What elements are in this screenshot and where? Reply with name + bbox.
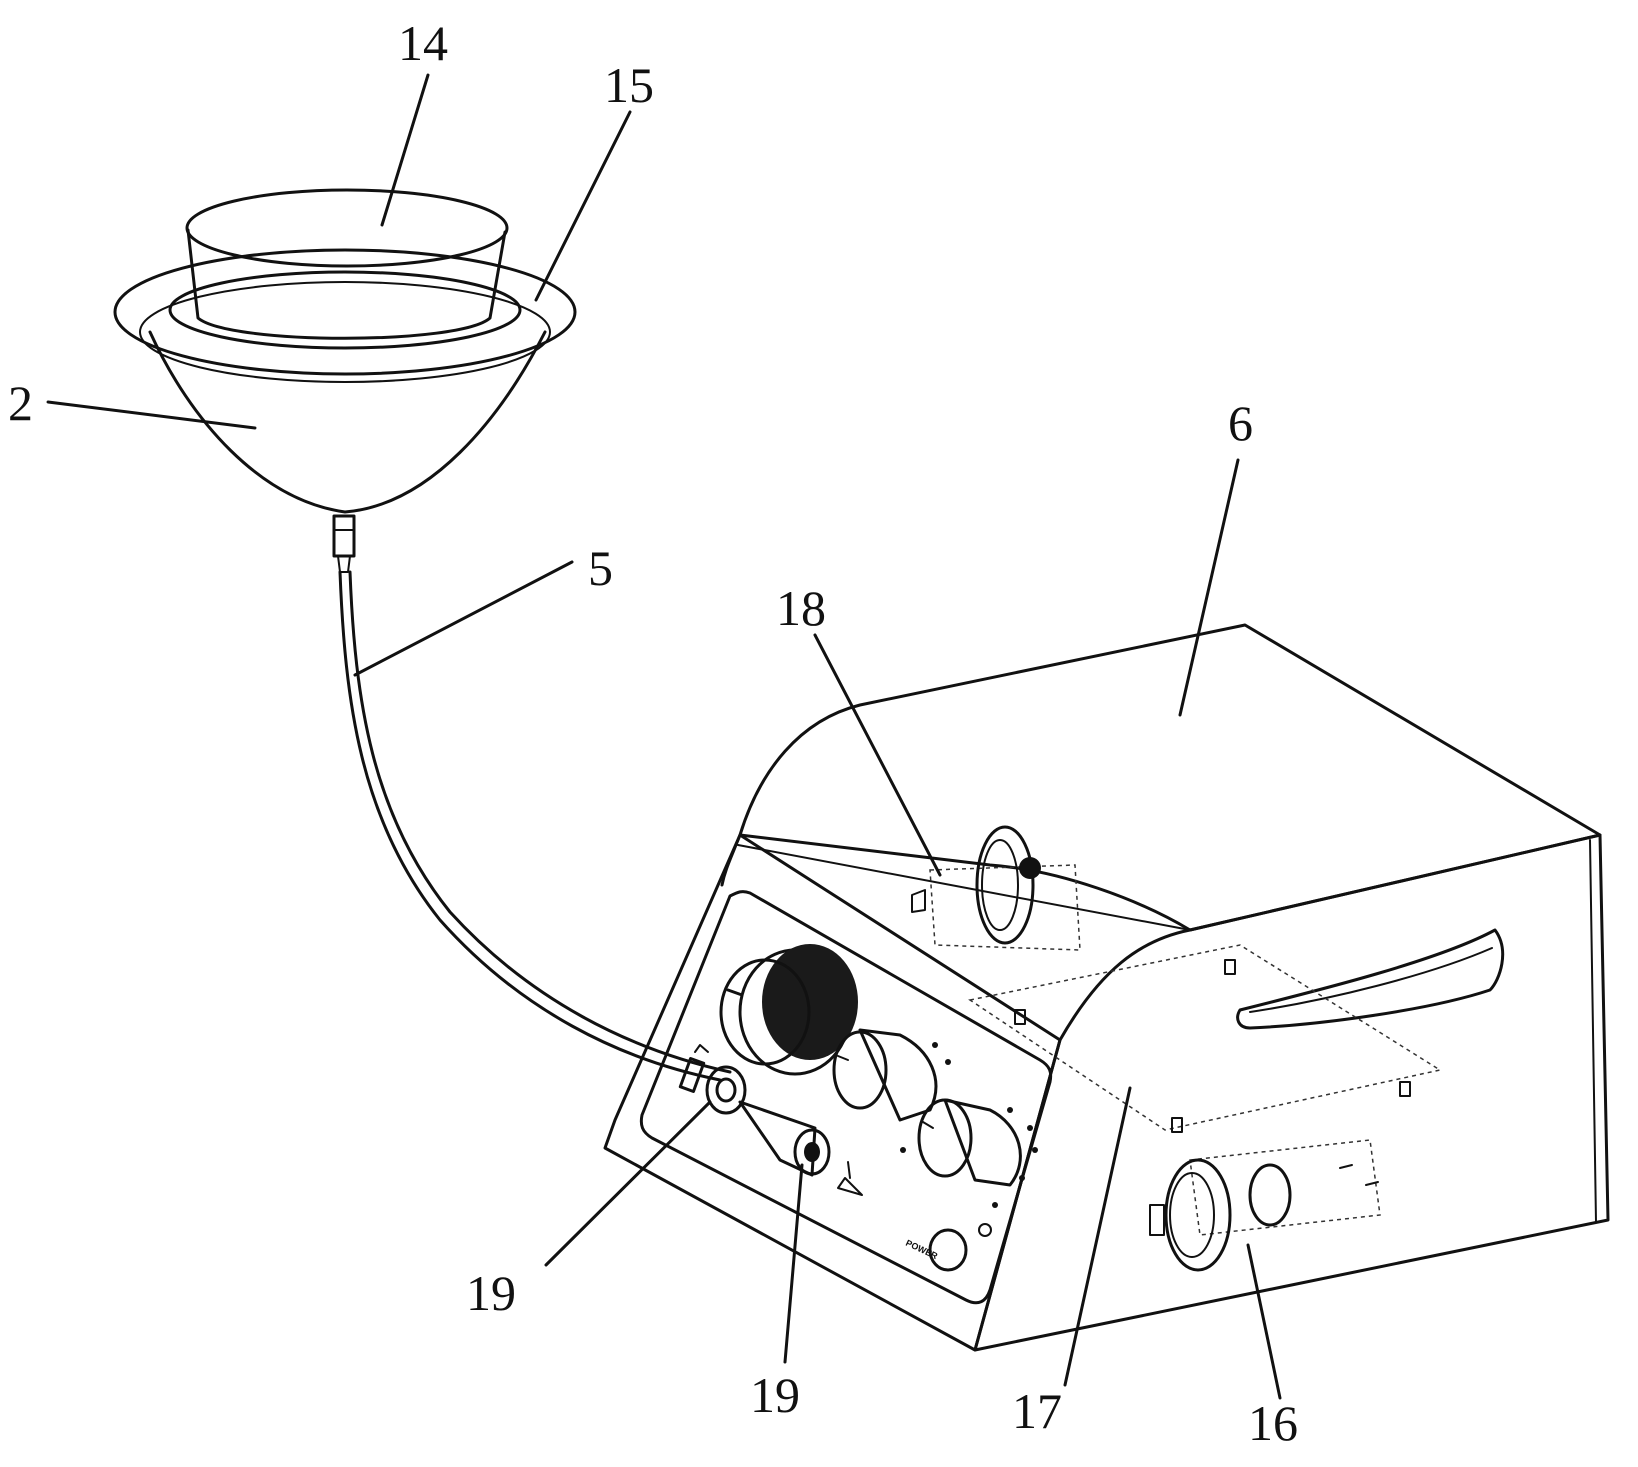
label-5: 5 [588,540,613,596]
flange-lower-rim [139,281,551,383]
inner-cup [186,228,507,340]
cup-assembly [113,188,577,573]
label-6: 6 [1228,395,1253,451]
warning-triangle-icon [837,1177,863,1196]
label-17: 17 [1012,1383,1062,1439]
leader-17 [1063,1086,1132,1387]
inner-cup-rim [185,188,509,268]
side-gauge [1149,1139,1381,1272]
label-16: 16 [1248,1395,1298,1451]
label-15: 15 [604,57,654,113]
funnel-body [148,330,547,514]
control-panel [639,890,1053,1305]
power-button: POWER [904,1223,992,1272]
leader-5 [353,560,574,677]
unit-top-surface [738,623,1602,932]
flange-inner-opening [168,270,522,350]
label-2: 2 [8,375,33,431]
top-gauge [911,825,1081,951]
small-knob-2 [917,1098,1022,1187]
flange-outer [113,248,577,376]
port-19-left [705,1065,747,1115]
leader-16 [1246,1243,1282,1400]
reference-numerals: 14 15 2 5 6 18 19 19 17 16 [8,15,1298,1451]
port-19-right [738,1100,831,1177]
outlet-nozzle [332,514,356,558]
label-14: 14 [398,15,448,71]
label-18: 18 [776,580,826,636]
leader-lines [46,73,1282,1400]
leader-6 [1178,458,1240,717]
power-text: POWER [904,1238,939,1262]
leader-19a [544,1100,712,1267]
leader-19b [783,1163,804,1364]
tube [338,570,732,1082]
label-19b: 19 [750,1367,800,1423]
handle-slot [1236,928,1505,1030]
small-connector [678,1044,709,1093]
unit-front-face [603,833,1062,1352]
leader-18 [813,633,942,877]
leader-2 [46,400,257,430]
small-knob-1 [832,1028,938,1122]
leader-15 [534,110,632,302]
internal-plate [968,944,1442,1131]
leader-14 [380,73,430,227]
label-19a: 19 [466,1265,516,1321]
main-dial-knob [719,944,858,1076]
main-unit: POWER [603,623,1610,1352]
unit-right-side [973,833,1610,1352]
scale-marks [900,1042,1038,1208]
